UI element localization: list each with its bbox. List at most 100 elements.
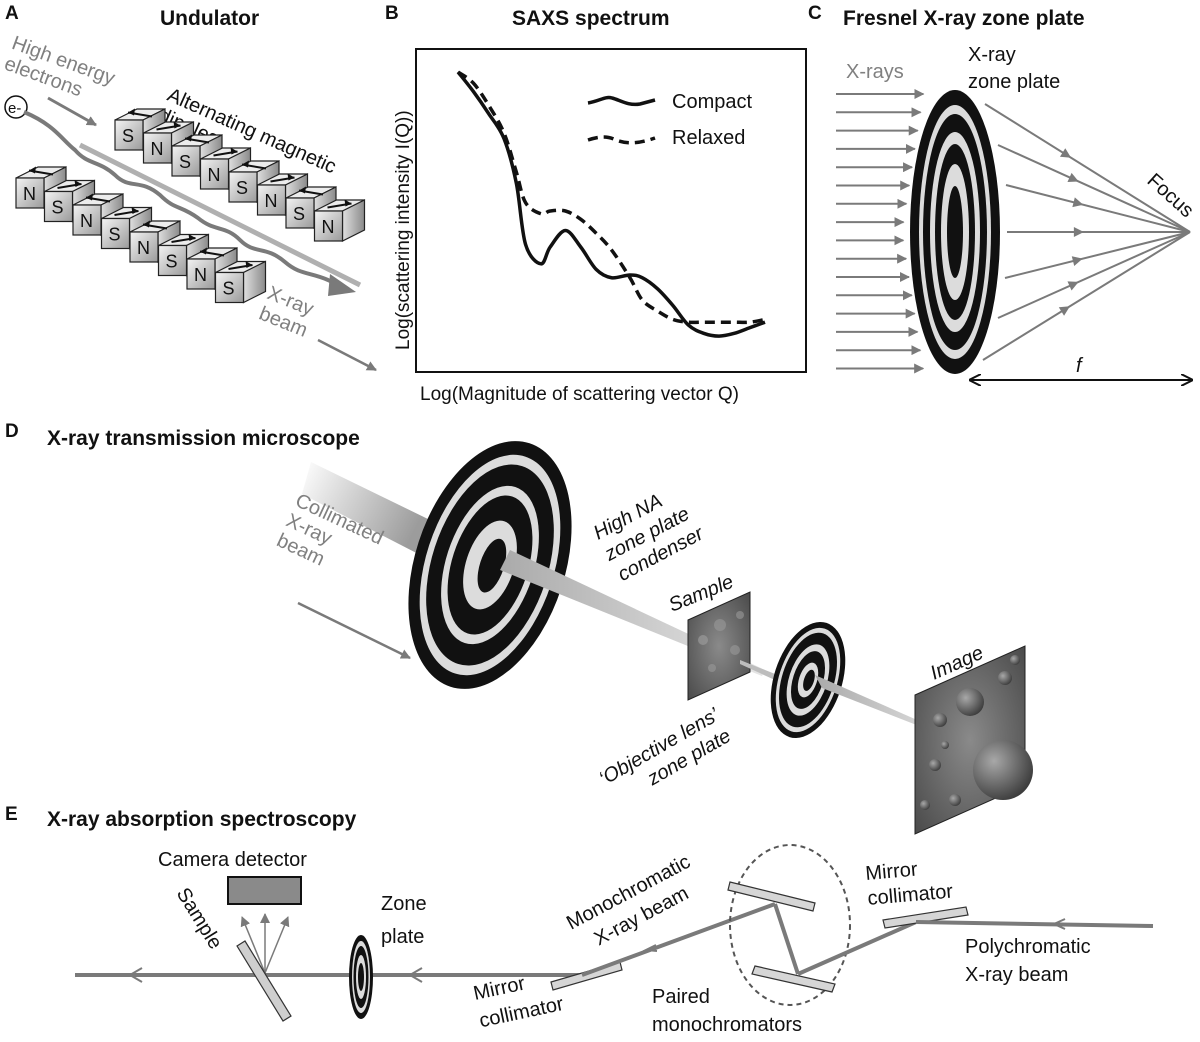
zone-plate-label-e-line1: Zone bbox=[381, 893, 427, 915]
mirror-collimator-right bbox=[882, 906, 969, 929]
zone-plate-label-line2: zone plate bbox=[968, 71, 1060, 93]
focusing-rays bbox=[982, 103, 1191, 361]
legend-swatch-compact bbox=[587, 95, 656, 107]
magnet-pole-label: S bbox=[223, 279, 235, 299]
focusing-ray-2 bbox=[1005, 184, 1191, 233]
panel-letter-b: B bbox=[385, 3, 399, 24]
mirror-collimator-right-label: Mirror collimator bbox=[865, 858, 955, 909]
beam-arrow-mid bbox=[408, 967, 423, 983]
legend-label-compact: Compact bbox=[672, 91, 752, 113]
monochromator-region bbox=[729, 844, 851, 1006]
incoming-rays bbox=[836, 89, 925, 374]
electron-symbol: e- bbox=[4, 95, 28, 119]
condenser-zone-plate bbox=[408, 441, 572, 689]
electron-path bbox=[23, 110, 341, 288]
sample-label-e: Sample bbox=[172, 884, 227, 953]
focusing-ray-0 bbox=[984, 103, 1191, 233]
zone-plate-e bbox=[349, 935, 373, 1019]
svg-text:Mirror: Mirror bbox=[865, 858, 919, 884]
magnet-pole-label: N bbox=[80, 211, 93, 231]
paired-monochromators-label-line1: Paired bbox=[652, 986, 710, 1008]
objective-zone-plate bbox=[770, 621, 846, 739]
camera-detector bbox=[227, 876, 302, 905]
panel-e: E X-ray absorption spectroscopy Camera d… bbox=[5, 804, 1154, 1036]
focusing-ray-arrowhead bbox=[1073, 227, 1084, 237]
panel-title-a: Undulator bbox=[160, 7, 259, 30]
front-row-magnet-7: S bbox=[214, 260, 267, 304]
sample-plate bbox=[687, 591, 751, 701]
electrons-arrow bbox=[47, 96, 97, 127]
magnet-pole-label: S bbox=[52, 198, 64, 218]
scatter-arrow-left bbox=[240, 916, 266, 974]
beam-arrow-left bbox=[128, 967, 143, 983]
panel-d: D X-ray transmission microscope Collimat… bbox=[5, 421, 1033, 835]
magnet-pole-label: N bbox=[137, 238, 150, 258]
focusing-ray-6 bbox=[982, 231, 1191, 361]
sample-texture bbox=[698, 611, 744, 672]
focusing-ray-arrowhead bbox=[1071, 256, 1083, 266]
magnet-pole-label: N bbox=[23, 184, 36, 204]
magnet-pole-label: S bbox=[109, 225, 121, 245]
collimated-beam-arrow bbox=[297, 601, 411, 660]
scatter-arrow-right bbox=[264, 916, 290, 974]
magnet-pole-label: N bbox=[265, 191, 278, 211]
magnet-pole-label: N bbox=[208, 165, 221, 185]
paired-monochromators-label-line2: monochromators bbox=[652, 1014, 802, 1036]
svg-text:e-: e- bbox=[8, 100, 21, 117]
xrays-label: X-rays bbox=[846, 61, 904, 83]
focusing-ray-1 bbox=[997, 144, 1191, 233]
monochromator-crystal-lower bbox=[751, 965, 836, 993]
panel-letter-c: C bbox=[808, 3, 822, 24]
image-texture bbox=[920, 655, 1033, 810]
focusing-ray-arrowhead bbox=[1067, 281, 1079, 291]
focusing-ray-5 bbox=[997, 231, 1191, 319]
focusing-ray-arrowhead bbox=[1059, 148, 1072, 158]
electron-path-arrowhead bbox=[328, 274, 356, 296]
monochromatic-beam bbox=[581, 902, 776, 977]
panel-letter-d: D bbox=[5, 421, 19, 442]
chart-series bbox=[456, 70, 766, 338]
magnet-pole-label: S bbox=[293, 204, 305, 224]
focusing-ray-arrowhead bbox=[1067, 172, 1079, 182]
zone-plate-label-line1: X-ray bbox=[968, 44, 1016, 66]
fresnel-zone-plate bbox=[910, 90, 1000, 374]
poly-beam-arrow bbox=[1051, 918, 1066, 930]
focusing-ray-4 bbox=[1004, 231, 1191, 279]
chart-legend: Compact Relaxed bbox=[587, 91, 752, 149]
collimated-beam-e bbox=[797, 920, 917, 976]
y-axis-label: Log(scattering intensity I(Q)) bbox=[393, 110, 414, 350]
electron-circle bbox=[4, 95, 28, 119]
polychromatic-beam bbox=[915, 920, 1154, 928]
panel-c: C Fresnel X-ray zone plate X-rays X-ray … bbox=[808, 3, 1198, 380]
magnet-pole-label: N bbox=[151, 139, 164, 159]
zone-plate-label-e-line2: plate bbox=[381, 926, 424, 948]
panel-title-b: SAXS spectrum bbox=[512, 7, 670, 30]
polychromatic-label-line1: Polychromatic bbox=[965, 936, 1091, 958]
x-axis-label: Log(Magnitude of scattering vector Q) bbox=[420, 384, 739, 405]
legend-label-relaxed: Relaxed bbox=[672, 127, 745, 149]
back-row-magnet-7: N bbox=[313, 199, 366, 242]
svg-text:collimator: collimator bbox=[867, 880, 955, 909]
focusing-ray-arrowhead bbox=[1072, 197, 1084, 208]
panel-letter-a: A bbox=[5, 3, 19, 24]
panel-title-d: X-ray transmission microscope bbox=[47, 427, 360, 450]
panel-b: B SAXS spectrum Log(scattering intensity… bbox=[385, 3, 807, 405]
chart-frame bbox=[415, 48, 807, 373]
svg-text:Mirror: Mirror bbox=[471, 972, 527, 1004]
magnet-pole-label: S bbox=[179, 152, 191, 172]
camera-label: Camera detector bbox=[158, 849, 307, 871]
magnet-pole-label: N bbox=[322, 217, 335, 237]
panel-letter-e: E bbox=[5, 804, 18, 825]
magnet-pole-label: N bbox=[194, 265, 207, 285]
magnet-pole-label: S bbox=[166, 252, 178, 272]
panel-title-c: Fresnel X-ray zone plate bbox=[843, 7, 1085, 30]
magnet-pole-label: S bbox=[236, 178, 248, 198]
xray-beam-arrow bbox=[317, 338, 377, 372]
polychromatic-label-line2: X-ray beam bbox=[965, 964, 1068, 986]
objective-label: ‘Objective lens’ zone plate bbox=[596, 704, 735, 791]
monochromator-crystal-upper bbox=[727, 881, 816, 912]
focal-length-label: f bbox=[1076, 355, 1084, 377]
